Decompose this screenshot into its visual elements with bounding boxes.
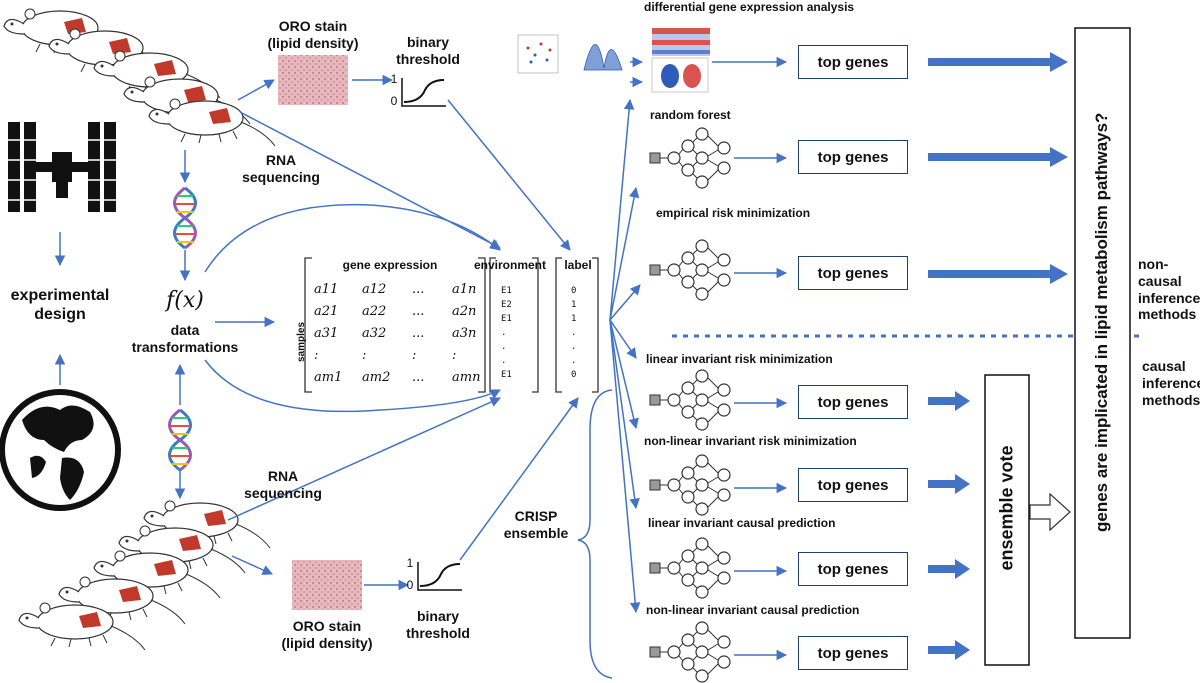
final-output-box [1074, 27, 1131, 639]
mouse-group-top [3, 8, 276, 147]
matrix-cell: a21 [314, 304, 339, 319]
method-label-nlirm: non-linear invariant risk minimization [644, 434, 857, 448]
matrix-cell: a31 [314, 326, 339, 341]
environment-value: . [501, 342, 507, 352]
matrix-cell: : [362, 348, 367, 363]
matrix-cell: : [412, 348, 417, 363]
threshold-plot-top [401, 78, 446, 107]
mouse-group-bottom [18, 500, 271, 651]
matrix-cell: a22 [362, 304, 387, 319]
threshold-plot-bottom [417, 562, 462, 591]
method-label-licp: linear invariant causal prediction [648, 516, 836, 530]
earth-icon [0, 389, 121, 511]
fx-symbol: f(x) [166, 288, 204, 313]
label-value: . [571, 342, 577, 352]
threshold-axis-zero-top: 0 [390, 94, 398, 108]
environment-value: . [501, 328, 507, 338]
samples-label: samples [296, 321, 307, 363]
label-value: 0 [571, 370, 577, 380]
ensemble-vote-label: ensemble vote [996, 445, 1017, 571]
label-value: . [571, 328, 577, 338]
label-value: . [571, 356, 577, 366]
label-column-title: label [564, 258, 592, 272]
matrix-cell: amn [452, 370, 481, 385]
oro-stain-label-bottom: ORO stain (lipid density) [281, 618, 373, 651]
matrix-cell: am2 [362, 370, 391, 385]
environment-value: . [501, 356, 507, 366]
label-value: 1 [571, 300, 577, 310]
environment-value: E1 [501, 314, 512, 324]
matrix-cell: ... [412, 282, 425, 297]
oro-stain-label-top: ORO stain (lipid density) [267, 18, 359, 51]
matrix-cell: a3n [452, 326, 477, 341]
environment-value: E1 [501, 286, 512, 296]
data-transformations-label: data transformations [131, 322, 239, 355]
block-arrows [928, 52, 1068, 660]
rna-sequencing-label-bottom: RNA sequencing [244, 468, 322, 501]
threshold-axis-one-top: 1 [390, 72, 398, 86]
crisp-ensemble-label: CRISP ensemble [503, 508, 569, 541]
crisp-brace [577, 389, 613, 679]
matrix-cell: a2n [452, 304, 477, 319]
matrix-cell: : [314, 348, 319, 363]
oro-stain-image-top [278, 55, 348, 105]
flow-arrows [54, 56, 788, 661]
threshold-axis-zero-bottom: 0 [406, 578, 414, 592]
matrix-cell: ... [412, 304, 425, 319]
threshold-axis-one-bottom: 1 [406, 556, 414, 570]
method-label-lirm: linear invariant risk minimization [646, 352, 833, 366]
oro-stain-image-bottom [292, 560, 362, 610]
method-label-dge: differential gene expression analysis [644, 0, 855, 14]
tree-icon-random-forest [649, 127, 731, 189]
causal-label: causal inference methods [1142, 358, 1200, 408]
matrix-cell: a12 [362, 282, 387, 297]
binary-threshold-label-top: binary threshold [396, 34, 460, 67]
dna-icon-bottom [168, 408, 192, 472]
top-genes-box-nlirm: top genes [798, 468, 908, 502]
label-column: 0 1 1... 0 [563, 286, 587, 390]
label-value: 1 [571, 314, 577, 324]
binary-threshold-label-bottom: binary threshold [406, 608, 470, 641]
ensemble-output-arrow [1029, 492, 1071, 532]
tree-icon-nlicp [649, 621, 731, 683]
method-label-random-forest: random forest [650, 108, 731, 122]
top-genes-box-erm: top genes [798, 256, 908, 290]
environment-value: E1 [501, 370, 512, 380]
dna-icon-top [173, 186, 197, 250]
method-label-erm: empirical risk minimization [656, 206, 811, 220]
tree-icon-licp [649, 537, 731, 599]
matrix-cell: a11 [314, 282, 339, 297]
matrix-cell: ... [412, 326, 425, 341]
dge-thumbnails [517, 28, 710, 93]
label-value: 0 [571, 286, 577, 296]
tree-icon-nlirm [649, 454, 731, 516]
top-genes-box-dge: top genes [798, 45, 908, 79]
environment-value: E2 [501, 300, 512, 310]
experimental-design-label: experimental design [10, 287, 110, 324]
environment-label: environment [473, 258, 546, 272]
tree-icon-lirm [649, 369, 731, 431]
method-label-nlicp: non-linear invariant causal prediction [646, 603, 860, 617]
top-genes-box-random-forest: top genes [798, 140, 908, 174]
matrix-cell: a1n [452, 282, 477, 297]
top-genes-box-lirm: top genes [798, 385, 908, 419]
top-genes-box-licp: top genes [798, 552, 908, 586]
matrix-cell: ... [412, 370, 425, 385]
rna-sequencing-label-top: RNA sequencing [242, 152, 320, 185]
tree-icon-erm [649, 239, 731, 301]
space-station-icon [8, 122, 116, 212]
matrix-cell: a32 [362, 326, 387, 341]
non-causal-label: non-causal inference methods [1138, 256, 1200, 323]
top-genes-box-nlicp: top genes [798, 636, 908, 670]
final-question-label: genes are implicated in lipid metabolism… [1092, 112, 1111, 532]
matrix-cell: am1 [314, 370, 343, 385]
matrix-cell: : [452, 348, 457, 363]
matrix-brackets [304, 257, 599, 393]
gene-expression-label: gene expression [342, 258, 438, 272]
ensemble-vote-box [984, 374, 1030, 666]
